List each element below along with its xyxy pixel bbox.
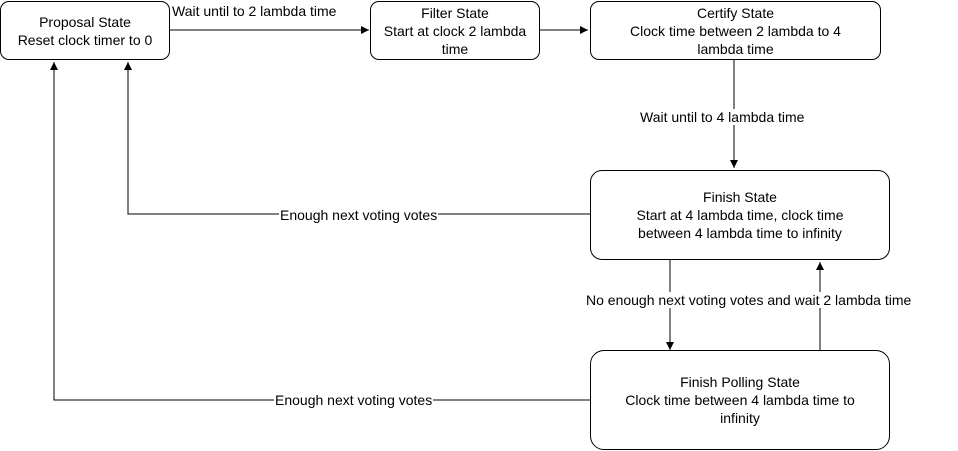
edge-label-finish-to-polling: No enough next voting votes and wait 2 l…	[585, 292, 913, 308]
node-finish-polling-state[interactable]: Finish Polling State Clock time between …	[590, 350, 890, 450]
node-description: Start at 4 lambda time, clock time	[636, 207, 844, 223]
node-description: Start at clock 2 lambda	[383, 22, 527, 39]
edge-label-proposal-to-filter: Wait until to 2 lambda time	[171, 3, 338, 19]
node-title: Filter State	[421, 4, 489, 21]
edge-label-finish-to-proposal: Enough next voting votes	[279, 207, 439, 223]
edge-finish-to-proposal	[124, 62, 590, 215]
node-certify-state[interactable]: Certify State Clock time between 2 lambd…	[590, 1, 881, 60]
node-description: Clock time between 2 lambda to 4	[630, 22, 841, 39]
node-description: Clock time between 4 lambda time to	[625, 392, 855, 408]
node-title: Finish State	[703, 189, 777, 205]
edge-label-polling-to-proposal: Enough next voting votes	[274, 392, 434, 408]
node-title: Proposal State	[39, 13, 131, 30]
node-filter-state[interactable]: Filter State Start at clock 2 lambda tim…	[370, 1, 540, 60]
edge-polling-to-proposal	[50, 62, 590, 401]
node-finish-state[interactable]: Finish State Start at 4 lambda time, clo…	[590, 170, 890, 260]
node-title: Certify State	[696, 4, 774, 21]
node-description: time	[441, 40, 469, 57]
edge-label-certify-to-finish: Wait until to 4 lambda time	[639, 109, 806, 125]
node-description: infinity	[720, 410, 760, 426]
node-description: lambda time	[697, 40, 774, 57]
node-proposal-state[interactable]: Proposal State Reset clock timer to 0	[0, 1, 170, 60]
node-title: Finish Polling State	[680, 374, 800, 390]
node-description: between 4 lambda time to infinity	[638, 225, 842, 241]
node-description: Reset clock timer to 0	[17, 31, 153, 48]
